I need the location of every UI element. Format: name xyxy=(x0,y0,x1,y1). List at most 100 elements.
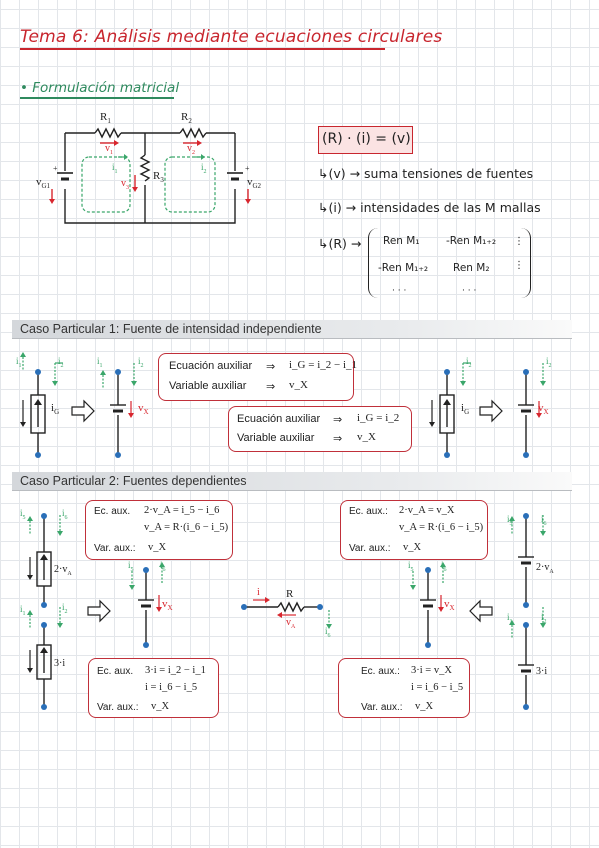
c2-i2-left: i2 xyxy=(62,602,68,615)
matrix-m22: Ren M₂ xyxy=(453,262,490,274)
aux-eq-value: i_G = i_2 − i_1 xyxy=(289,359,358,371)
ec-aux-label: Ec. aux.: xyxy=(349,506,388,517)
note-r: ↳(R) → xyxy=(318,236,362,251)
case2-diagrams xyxy=(27,513,546,710)
aux-var-label: Variable auxiliar xyxy=(237,432,315,444)
aux-eq-label: Ecuación auxiliar xyxy=(237,413,321,425)
case1-heading: Caso Particular 1: Fuente de intensidad … xyxy=(12,320,572,339)
ec-aux-label: Ec. aux. xyxy=(94,506,131,517)
case1-i2-left: i2 xyxy=(58,356,64,369)
ec-aux-label: Ec. aux. xyxy=(97,666,134,677)
ec-line-1: 2·v_A = i_5 − i_6 xyxy=(144,505,220,516)
matrix-left-bracket xyxy=(368,228,379,298)
c2-i5-right: i5 xyxy=(408,560,414,573)
var-aux-label: Var. aux.: xyxy=(97,702,139,713)
ec-line-1: 3·i = i_2 − i_1 xyxy=(145,665,206,676)
case1-aux-box-2: Ecuación auxiliar ⇒ i_G = i_2 Variable a… xyxy=(228,406,412,452)
ec-line-1: 3·i = v_X xyxy=(411,665,452,676)
case1-aux-box-1: Ecuación auxiliar ⇒ i_G = i_2 − i_1 Vari… xyxy=(158,353,358,401)
c2-i5-far: i5 xyxy=(507,514,513,527)
case1-i2-right: i2 xyxy=(466,356,472,369)
c2-i6-right: i6 xyxy=(441,560,447,573)
case2-box-bottom-right: Ec. aux.: 3·i = v_X i = i_6 − i_5 Var. a… xyxy=(338,658,470,718)
aux-eq-label: Ecuación auxiliar xyxy=(169,360,253,372)
matrix-dots-2: · · · xyxy=(462,286,477,296)
aux-var-label: Variable auxiliar xyxy=(169,380,247,392)
c2-i2-far: i2 xyxy=(541,612,547,625)
vg2-label: vG2 xyxy=(247,176,262,191)
i2-label: i2 xyxy=(201,162,207,175)
var-aux-value: v_X xyxy=(148,542,167,553)
resistor-r-label: R xyxy=(286,588,294,600)
var-aux-label: Var. aux.: xyxy=(94,543,136,554)
section-subtitle: • Formulación matricial xyxy=(20,80,180,96)
case2-vx-left: vX xyxy=(162,598,173,613)
c2-i5-mid: i5 xyxy=(128,560,134,573)
svg-text:+: + xyxy=(53,164,58,173)
src-3i-left: 3·i xyxy=(54,658,66,669)
src-3i-right: 3·i xyxy=(536,666,548,677)
case1-vx-left: vX xyxy=(138,402,149,417)
subtitle-text: Formulación matricial xyxy=(32,80,180,96)
matrix-equation: (R) · (i) = (v) xyxy=(322,131,411,147)
svg-text:+: + xyxy=(245,164,250,173)
ec-aux-label: Ec. aux.: xyxy=(361,666,400,677)
r2-label: R2 xyxy=(181,111,192,126)
matrix-vdots-1: ⋮ xyxy=(514,236,524,247)
two-mesh-circuit-diagram: + + xyxy=(49,127,251,224)
case1-i2-far: i2 xyxy=(546,356,552,369)
case2-box-top-right: Ec. aux.: 2·v_A = v_X v_A = R·(i_6 − i_5… xyxy=(340,500,488,560)
resistor-i-label: i xyxy=(257,587,260,598)
ec-line-2: i = i_6 − i_5 xyxy=(411,682,464,693)
resistor-va-label: vA xyxy=(286,617,296,630)
matrix-m11: Ren M₁ xyxy=(383,235,420,247)
case2-box-top-left: Ec. aux. 2·v_A = i_5 − i_6 v_A = R·(i_6 … xyxy=(85,500,233,560)
matrix-equation-box xyxy=(318,126,413,154)
matrix-m12: -Ren M₁₊₂ xyxy=(446,235,497,247)
src-2va-right: 2·vA xyxy=(536,562,554,575)
r3-label: R3 xyxy=(153,170,164,185)
i1-label: i1 xyxy=(112,162,118,175)
ec-line-2: v_A = R·(i_6 − i_5) xyxy=(144,522,229,533)
aux-var-arrow: ⇒ xyxy=(266,381,276,393)
page-title: Tema 6: Análisis mediante ecuaciones cir… xyxy=(20,27,443,47)
case1-ig-right: iG xyxy=(461,402,470,417)
case1-diagrams xyxy=(20,352,546,458)
aux-var-value: v_X xyxy=(289,379,308,391)
r1-label: R1 xyxy=(100,111,111,126)
c2-i6-mid: i6 xyxy=(160,560,166,573)
matrix-vdots-2: ⋮ xyxy=(514,260,524,271)
case1-ig-left: iG xyxy=(51,402,60,417)
case2-heading: Caso Particular 2: Fuentes dependientes xyxy=(12,472,572,491)
var-aux-label: Var. aux.: xyxy=(349,543,391,554)
var-aux-value: v_X xyxy=(403,542,422,553)
c2-i6-resistor: i6 xyxy=(325,626,331,639)
src-2va-left: 2·vA xyxy=(54,564,72,577)
note-v: ↳(v) → suma tensiones de fuentes xyxy=(318,166,534,181)
matrix-right-bracket xyxy=(520,228,531,298)
title-underline xyxy=(20,48,385,50)
var-aux-label: Var. aux.: xyxy=(361,702,403,713)
case1-i1-left: i1 xyxy=(16,356,22,369)
matrix-dots-1: · · · xyxy=(392,286,407,296)
var-aux-value: v_X xyxy=(151,701,170,712)
ec-line-1: 2·v_A = v_X xyxy=(399,505,455,516)
var-aux-value: v_X xyxy=(415,701,434,712)
case2-box-bottom-left: Ec. aux. 3·i = i_2 − i_1 i = i_6 − i_5 V… xyxy=(88,658,219,718)
case1-i1-mid: i1 xyxy=(97,356,103,369)
ec-line-2: i = i_6 − i_5 xyxy=(145,682,198,693)
note-i: ↳(i) → intensidades de las M mallas xyxy=(318,200,541,215)
aux-var-arrow: ⇒ xyxy=(333,433,343,445)
c2-i6-far: i6 xyxy=(541,514,547,527)
c2-i5-left: i5 xyxy=(20,508,26,521)
aux-eq-arrow: ⇒ xyxy=(333,414,343,426)
v2-label: v2 xyxy=(187,143,195,156)
aux-eq-arrow: ⇒ xyxy=(266,361,276,373)
subtitle-underline xyxy=(20,97,174,99)
v3-label: v3 xyxy=(121,178,129,191)
aux-var-value: v_X xyxy=(357,431,376,443)
vg1-label: vG1 xyxy=(36,176,51,191)
aux-eq-value: i_G = i_2 xyxy=(357,412,400,424)
ec-line-2: v_A = R·(i_6 − i_5) xyxy=(399,522,484,533)
case2-vx-right: vX xyxy=(444,598,455,613)
